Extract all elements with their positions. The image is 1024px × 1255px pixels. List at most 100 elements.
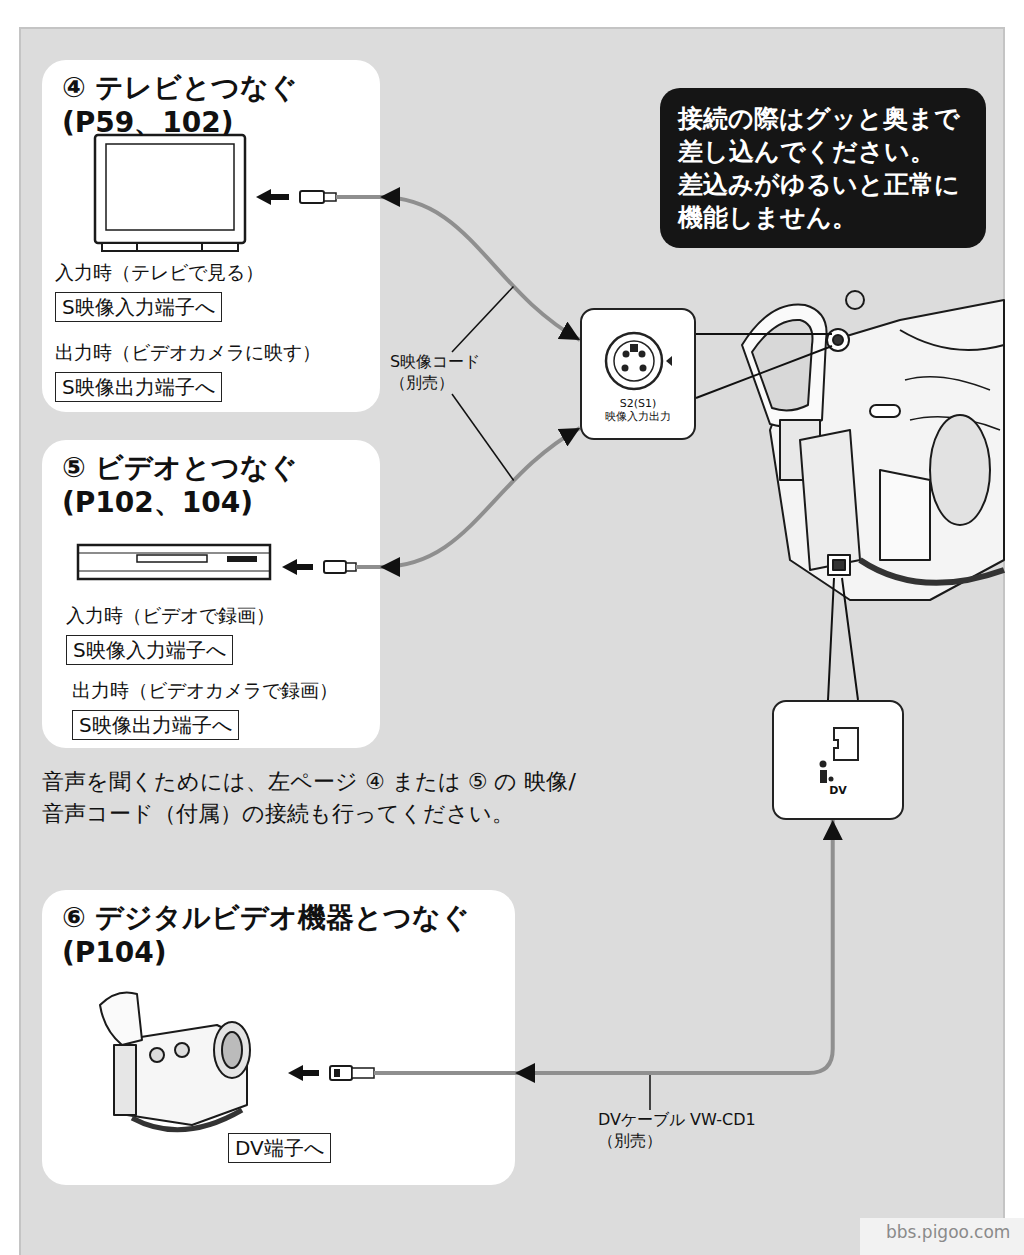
dv-camera-illustration [214,1022,250,1078]
dv-camera-illustration [150,1048,164,1062]
tv-illustration [106,144,234,230]
camcorder-illustration [828,555,850,575]
camcorder-illustration [800,430,860,570]
label-text: S映像コード （別売） [390,352,514,394]
section-panel: ④ テレビとつなぐ (P59、102) 入力時（テレビで見る） S映像入力端子へ出力… [42,60,380,412]
leader-line [452,286,513,352]
camcorder-illustration [880,470,930,560]
cable-connector [380,197,580,340]
cable-label: S映像コード （別売） [390,352,514,394]
section-title: ⑥ デジタルビデオ機器とつなぐ (P104) [62,900,492,970]
terminal-name: S映像出力端子へ [72,710,239,740]
cable-label: DVケーブル VW-CD1（別売） [598,1110,770,1152]
camcorder-illustration [870,405,900,417]
leader-line [828,578,858,700]
leader-line [452,394,514,481]
usage-heading: 出力時（ビデオカメラで録画） [72,678,338,704]
terminal-box: DV端子へ [228,1133,331,1163]
camcorder-illustration [833,335,843,345]
terminal-name: S映像出力端子へ [55,372,222,402]
camcorder-illustration [930,415,990,525]
s-video-jack-icon [606,333,662,389]
tv-illustration [102,243,238,251]
s-video-jack-icon [666,356,672,366]
dv-camera-illustration [132,1110,242,1130]
tv-illustration [336,195,380,199]
port-name: DV [829,784,847,797]
dv-jack-icon [829,777,834,782]
watermark-strip [860,1218,1024,1255]
vcr-illustration [346,563,356,571]
vcr-illustration [78,553,270,571]
camcorder-illustration [833,560,845,570]
s-video-jack-icon [639,350,646,357]
camcorder-illustration [742,291,1004,600]
terminal-name: DV端子へ [228,1133,331,1163]
s-video-jack-icon [640,364,647,371]
leader-line [696,334,832,398]
s-video-port: S2(S1) 映像入力出力 [580,308,696,440]
dv-camera-illustration [334,1069,340,1077]
dv-camera-illustration [352,1068,374,1078]
cable-connector [515,820,833,1073]
terminal-name: S映像入力端子へ [55,292,222,322]
dv-camera-illustration [100,992,142,1045]
vcr-illustration [297,564,313,570]
leader-line [696,334,858,700]
cable-connector [380,428,580,567]
terminal-box: 入力時（ビデオで録画） S映像入力端子へ [66,603,275,665]
tv-illustration [256,189,271,205]
section-title: ⑤ ビデオとつなぐ (P102、104) [62,450,342,520]
dv-jack-icon [820,761,827,768]
vcr-illustration [356,565,380,569]
terminal-box: 出力時（ビデオカメラで録画） S映像出力端子へ [72,678,338,740]
grey-ground [20,28,1004,1255]
vcr-illustration [78,545,270,579]
s-video-jack-icon [614,341,654,381]
dv-camera-illustration [330,1066,352,1080]
camcorder-illustration [846,291,864,309]
tv-illustration [271,194,289,200]
usage-heading: 出力時（ビデオカメラに映す） [55,340,321,366]
camcorder-illustration [900,330,1004,350]
s-video-jack-icon [598,325,678,397]
dv-camera-illustration [303,1070,319,1076]
tv-illustration [95,135,245,243]
port-name: S2(S1) 映像入力出力 [600,397,676,423]
label-text: DVケーブル VW-CD1（別売） [598,1110,770,1152]
vcr-illustration [282,559,297,575]
warning-text: 接続の際はグッと奥まで 差し込んでください。 差込みがゆるいと正常に 機能しませ… [678,102,968,234]
dv-port: DV [772,700,904,820]
s-video-jack-icon [630,344,638,352]
terminal-box: 入力時（テレビで見る） S映像入力端子へ [55,260,264,322]
usage-heading: 入力時（ビデオで録画） [66,603,275,629]
vcr-illustration [137,555,207,562]
dv-camera-illustration [100,992,250,1129]
camcorder-illustration [742,305,827,428]
s-video-jack-icon [623,350,630,357]
dv-camera-illustration [288,1065,303,1081]
warning-box: 接続の際はグッと奥まで 差し込んでください。 差込みがゆるいと正常に 機能しませ… [660,88,986,248]
section-panel: ⑥ デジタルビデオ機器とつなぐ (P104) DV端子へ [42,890,515,1185]
tv-illustration [324,193,336,201]
vcr-illustration [324,561,346,573]
vcr-illustration [227,556,257,562]
dv-jack-icon [820,770,827,783]
terminal-box: 出力時（ビデオカメラに映す） S映像出力端子へ [55,340,321,402]
terminal-name: S映像入力端子へ [66,635,233,665]
dv-camera-illustration [175,1043,189,1057]
section-title: ④ テレビとつなぐ (P59、102) [62,70,332,140]
s-video-jack-icon [622,364,629,371]
dv-camera-illustration [374,1071,515,1075]
note-text: 音声を聞くためには、左ページ ④ または ⑤ の 映像/音声コード（付属）の接続… [42,766,642,830]
dv-camera-illustration [222,1032,242,1068]
section-panel: ⑤ ビデオとつなぐ (P102、104) 入力時（ビデオで録画） S映像入力端子へ出… [42,440,380,748]
usage-heading: 入力時（テレビで見る） [55,260,264,286]
watermark: bbs.pigoo.com [886,1222,1010,1242]
camcorder-illustration [860,560,1004,583]
dv-camera-illustration [114,1045,136,1115]
dv-jack-icon [834,728,858,760]
dv-jack-icon [808,722,868,784]
leader-line [649,1075,651,1110]
